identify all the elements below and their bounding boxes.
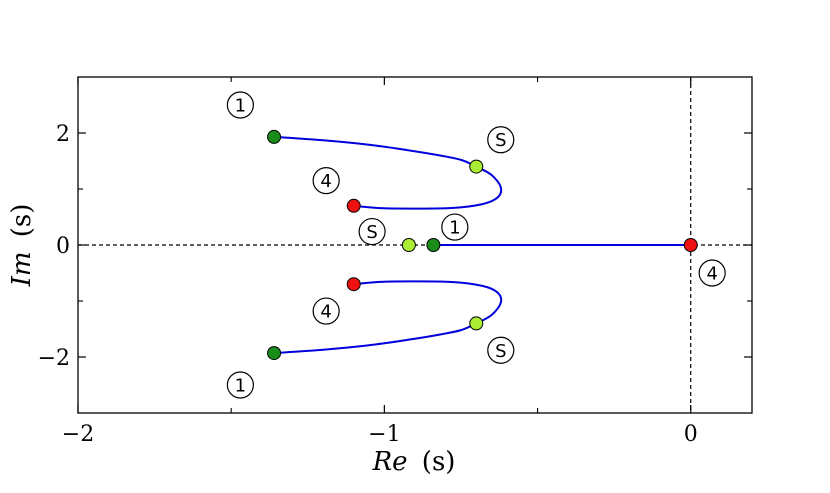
series-curve-0 [274, 135, 503, 210]
y-axis-label-main: Im [7, 251, 37, 287]
annotation-ring [698, 259, 726, 287]
annotation-text: 1 [235, 376, 246, 397]
annotation-6: 4 [312, 297, 340, 325]
x-tick-label: −1 [368, 422, 400, 447]
annotation-ring [312, 297, 340, 325]
data-point-1 [267, 346, 282, 361]
markers [267, 129, 698, 361]
annotation-text: S [495, 341, 506, 362]
annotation-ring [358, 217, 386, 246]
annotation-text: 4 [706, 264, 717, 285]
y-tick-label: 0 [56, 234, 70, 259]
annotation-text: 1 [235, 96, 246, 117]
data-point-6 [346, 198, 361, 213]
data-point-8 [683, 238, 698, 252]
annotation-1: S [487, 126, 515, 154]
x-axis-label-main: Re [372, 447, 408, 477]
curves [274, 135, 691, 355]
y-axis-label: Im (s) [7, 204, 37, 288]
x-axis-label: Re (s) [372, 447, 456, 477]
y-tick-label: −2 [38, 346, 70, 371]
series-curve-1 [274, 280, 503, 355]
annotation-text: S [366, 222, 377, 243]
data-point-3 [469, 159, 484, 174]
annotation-ring [226, 371, 254, 399]
annotation-text: 4 [320, 302, 331, 323]
annotation-5: 4 [698, 259, 726, 287]
x-tick-label: 0 [684, 422, 698, 447]
data-point-0 [267, 129, 282, 144]
x-axis-label-arg: (s) [422, 447, 456, 477]
x-tick-label: −2 [62, 422, 94, 447]
annotation-ring [226, 91, 254, 119]
annotation-text: 1 [449, 218, 460, 239]
y-axis-label-arg: (s) [7, 204, 37, 238]
annotation-ring [487, 126, 515, 154]
annotation-text: 4 [320, 171, 331, 192]
annotation-3: S [358, 217, 386, 246]
annotation-4: 1 [441, 213, 469, 241]
annotation-7: S [487, 336, 515, 364]
annotation-ring [487, 336, 515, 364]
annotation-ring [441, 213, 469, 241]
annotation-text: S [495, 130, 506, 151]
data-point-2 [426, 238, 441, 252]
data-point-7 [346, 277, 361, 292]
axis-ticks: −2 −1 0 −2 0 2 [38, 77, 752, 447]
data-point-4 [469, 316, 484, 331]
y-tick-label: 2 [56, 122, 70, 147]
annotation-ring [312, 167, 340, 195]
annotation-0: 1 [226, 91, 254, 119]
annotation-2: 4 [312, 167, 340, 195]
data-point-5 [401, 238, 416, 252]
annotation-8: 1 [226, 371, 254, 399]
